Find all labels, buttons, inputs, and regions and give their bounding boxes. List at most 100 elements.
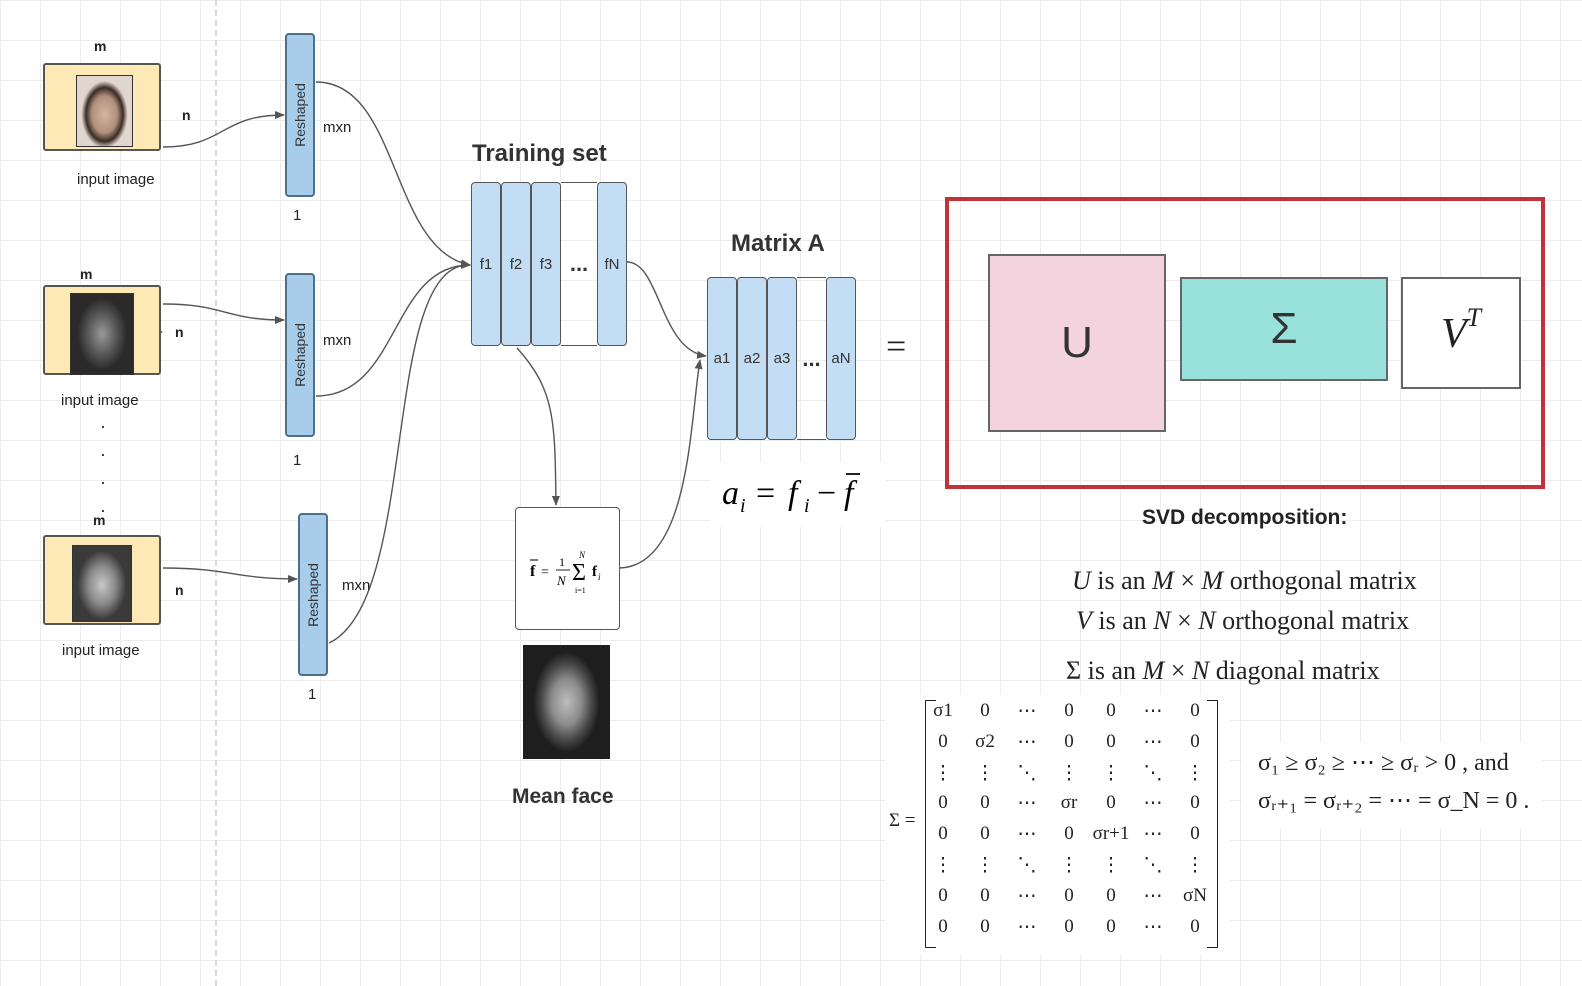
- sigma-conditions: σ₁ ≥ σ₂ ≥ ⋯ ≥ σᵣ > 0 , and σᵣ₊₁ = σᵣ₊₂ =…: [1242, 742, 1542, 828]
- matrix-cell: 0: [1190, 915, 1200, 937]
- arrow-input2-to-reshape: [162, 303, 285, 324]
- matrix-cell: 0: [1106, 700, 1116, 721]
- input1-label: input image: [77, 171, 155, 188]
- reshape1-mxn: mxn: [323, 119, 352, 136]
- arrow-input3-to-reshape: [162, 567, 298, 583]
- matrix-cell: ⋯: [1143, 793, 1163, 815]
- svg-text:f: f: [844, 475, 858, 512]
- svd-u-label: U: [1061, 318, 1093, 367]
- svd-line-sigma: Σ is an M × N diagonal matrix: [1066, 656, 1380, 685]
- matrix-cell: 0: [1190, 730, 1200, 752]
- matrix-cell: 0: [980, 700, 990, 721]
- matrix-row: 0 0 ⋯ 0 0 ⋯ 0: [923, 916, 1223, 946]
- reshape3-text: Reshaped: [305, 562, 321, 627]
- matrix-cell: 0: [938, 792, 948, 814]
- matrix-cell: ⋮: [1185, 855, 1205, 876]
- svg-text:i=1: i=1: [575, 586, 586, 595]
- sigma-matrix-lhs: Σ =: [889, 810, 916, 831]
- svd-line-u: U is an M × M orthogonal matrix: [1072, 566, 1417, 595]
- input3-label: input image: [62, 642, 140, 659]
- vertical-dots: ····: [100, 416, 106, 520]
- input1-m-label: m: [94, 38, 107, 54]
- svg-text:N: N: [556, 573, 567, 588]
- matrix-cell: ⋯: [1143, 731, 1163, 753]
- matrix-row: ⋮⋮⋱⋮⋮⋱⋮: [923, 854, 1223, 884]
- input2-m-label: m: [80, 266, 93, 282]
- matrix-cell: ⋮: [1059, 855, 1079, 876]
- matrix-column-aN: aN: [826, 277, 856, 440]
- matrix-cell: ⋮: [1101, 762, 1121, 784]
- svg-text:=: =: [541, 565, 549, 580]
- matrix-cell: ⋯: [1017, 916, 1037, 938]
- matrix-cell: σr: [1060, 792, 1078, 814]
- svg-text:f: f: [530, 563, 536, 580]
- matrix-cell: ⋯: [1017, 885, 1037, 907]
- matrix-cell: 0: [1106, 915, 1116, 937]
- svd-line-v: V is an N × N orthogonal matrix: [1076, 606, 1410, 635]
- matrix-column-a3: a3: [767, 277, 797, 440]
- reshape3-mxn: mxn: [342, 577, 371, 594]
- face-photo: [76, 75, 133, 147]
- training-set-title: Training set: [472, 140, 607, 167]
- reshape1-one: 1: [293, 207, 302, 224]
- svg-text:1: 1: [559, 555, 565, 569]
- svg-text:Σ: Σ: [572, 560, 586, 586]
- arrow-training-to-meanface: [516, 347, 560, 506]
- matrix-cell: σ2: [975, 730, 995, 752]
- svg-text:i: i: [740, 495, 746, 517]
- right-bracket: [1207, 700, 1218, 948]
- training-column-f1: f1: [471, 182, 501, 346]
- svg-text:−: −: [817, 475, 836, 512]
- equals-sign: =: [886, 326, 907, 366]
- matrix-a-formula: a i = f i − f: [710, 462, 885, 527]
- arrow-reshape3-to-training: [328, 260, 471, 644]
- matrix-cell: 0: [1064, 915, 1074, 937]
- matrix-cell: 0: [1190, 823, 1200, 845]
- matrix-cell: 0: [1064, 884, 1074, 906]
- svg-text:f: f: [788, 475, 802, 512]
- matrix-cell: 0: [1106, 884, 1116, 906]
- matrix-a-title: Matrix A: [731, 230, 825, 257]
- training-ellipsis: ...: [561, 182, 597, 346]
- matrix-cell: 0: [1106, 792, 1116, 814]
- mean-face-formula: f = 1 N Σ N i=1 f i: [530, 550, 601, 595]
- matrix-column-a1: a1: [707, 277, 737, 440]
- matrix-cell: 0: [980, 915, 990, 937]
- input2-label: input image: [61, 392, 139, 409]
- matrix-cell: ⋯: [1143, 916, 1163, 938]
- matrix-cell: ⋱: [1143, 855, 1163, 876]
- input3-image-box: [43, 535, 161, 625]
- matrix-cell: ⋮: [933, 855, 953, 876]
- matrix-cell: σr+1: [1092, 823, 1130, 845]
- matrix-cell: 0: [1190, 792, 1200, 814]
- svg-text:i: i: [804, 495, 810, 517]
- matrix-cell: 0: [938, 915, 948, 937]
- reshape1-bar: Reshaped: [285, 33, 315, 197]
- mean-face-label: Mean face: [512, 785, 614, 808]
- input2-image-box: [43, 285, 161, 375]
- training-column-fN: fN: [597, 182, 627, 346]
- matrix-cell: ⋯: [1143, 701, 1163, 722]
- conditions-line1: σ₁ ≥ σ₂ ≥ ⋯ ≥ σᵣ > 0 , and: [1258, 750, 1509, 776]
- matrix-row: ⋮⋮⋱⋮⋮⋱⋮: [923, 762, 1223, 792]
- training-column-f2: f2: [501, 182, 531, 346]
- input3-m-label: m: [93, 512, 106, 528]
- svg-text:N: N: [578, 550, 586, 560]
- arrow-reshape2-to-training: [315, 261, 471, 397]
- svd-v-block: VT: [1401, 277, 1521, 389]
- matrix-cell: 0: [938, 823, 948, 845]
- matrix-cell: 0: [1064, 730, 1074, 752]
- svd-frame: [945, 197, 1545, 489]
- reshape3-bar: Reshaped: [298, 513, 328, 676]
- reshape1-text: Reshaped: [292, 83, 308, 147]
- matrix-cell: ⋮: [975, 762, 995, 784]
- svg-text:f: f: [592, 564, 598, 580]
- training-column-f3: f3: [531, 182, 561, 346]
- matrix-cell: 0: [938, 730, 948, 752]
